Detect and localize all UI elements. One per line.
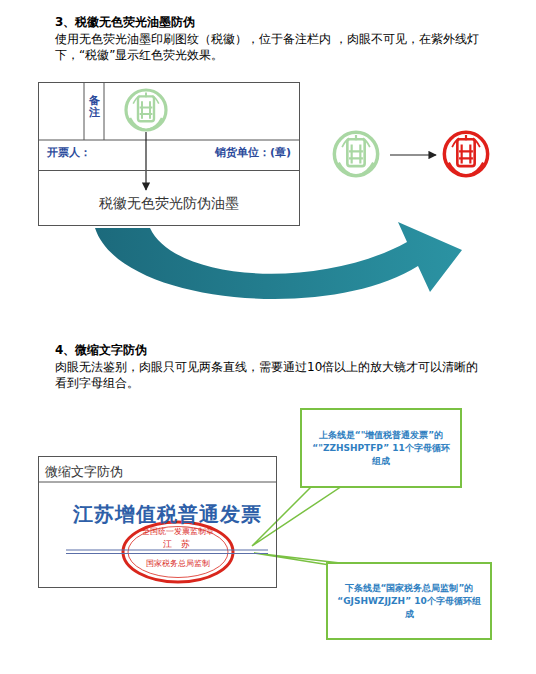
stamp-text: 全国统一发票监制章 <box>118 526 238 537</box>
invoice-sample-box: 微缩文字防伪江苏增值税普通发票 <box>38 456 277 588</box>
invoice-bottom-cell: 税徽无色荧光防伪油墨 <box>38 170 300 226</box>
callout-pointer <box>252 486 342 546</box>
grid-line <box>104 82 105 140</box>
box-heading: 微缩文字防伪 <box>45 463 123 481</box>
grid-line <box>38 482 277 483</box>
section-heading: 3、税徽无色荧光油墨防伪 <box>55 14 495 31</box>
grid-line <box>84 82 85 140</box>
micro-line <box>66 553 268 554</box>
cell-text: 税徽无色荧光防伪油墨 <box>38 195 300 213</box>
grid-line <box>38 140 300 141</box>
callout-text: 下条线是“国家税务总局监制”的“GJSHWZJJZH” 10个字母循环组成 <box>336 582 482 621</box>
invoice-box: 备注开票人： 销货单位：(章) 税徽无色荧光防伪油墨 <box>38 82 300 226</box>
callout-box: 下条线是“国家税务总局监制”的“GJSHWZJJZH” 10个字母循环组成 <box>326 562 492 640</box>
invoice-title: 江苏增值税普通发票 <box>73 501 262 528</box>
curved-arrow <box>95 222 462 299</box>
leader-arrow <box>145 132 146 190</box>
change-arrow <box>390 154 436 155</box>
pale-emblem <box>126 90 166 130</box>
callout-box: 上条线是“"增值税普通发票”的“"ZZHSHPTFP” 11个字母循环组成 <box>300 408 462 488</box>
pale-emblem <box>334 132 377 175</box>
section-text: 肉眼无法鉴别，肉眼只可见两条直线，需要通过10倍以上的放大镜才可以清晰的看到字母… <box>55 359 485 391</box>
callout-text: 上条线是“"增值税普通发票”的“"ZZHSHPTFP” 11个字母循环组成 <box>310 429 452 468</box>
field-label: 销货单位：(章) <box>215 145 291 160</box>
stamp-text: 江 苏 <box>118 538 238 551</box>
vertical-label: 备注 <box>89 95 100 119</box>
red-emblem <box>444 132 487 175</box>
micro-line <box>66 549 268 550</box>
section-heading: 4、微缩文字防伪 <box>55 342 495 359</box>
field-label: 开票人： <box>47 145 91 160</box>
stamp-text: 国家税务总局监制 <box>118 558 238 569</box>
section-text: 使用无色荧光油墨印刷图纹（税徽），位于备注栏内 ，肉眼不可见，在紫外线灯下，“税… <box>55 31 485 63</box>
